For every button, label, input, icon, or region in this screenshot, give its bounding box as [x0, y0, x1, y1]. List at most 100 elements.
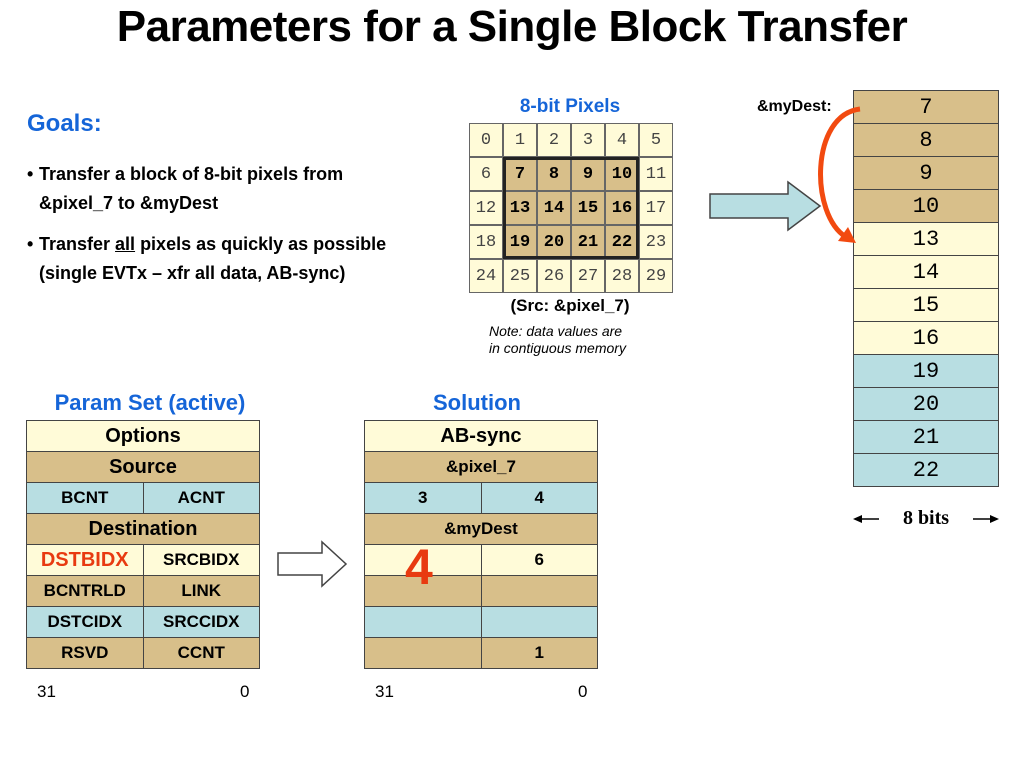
- solution-arrow: [277, 540, 348, 588]
- bits-label: 8 bits: [902, 507, 950, 529]
- curved-arrow-icon: [818, 106, 861, 243]
- sol-dstbidx-cell: [364, 544, 482, 576]
- solution-title: Solution: [433, 390, 521, 415]
- pixel-cell: 14: [537, 191, 571, 225]
- acnt-cell: ACNT: [142, 482, 260, 514]
- pixel-cell: 11: [639, 157, 673, 191]
- sol-bit-lo: 0: [578, 682, 588, 701]
- pixel-cell: 15: [571, 191, 605, 225]
- bcntrld-cell: BCNTRLD: [26, 575, 144, 607]
- param-bit-lo: 0: [240, 682, 250, 701]
- pixel-cell: 24: [469, 259, 503, 293]
- goal-2-underlined: all: [115, 234, 136, 254]
- slide-title: Parameters for a Single Block Transfer: [116, 2, 908, 51]
- pixel-cell: 18: [469, 225, 503, 259]
- dest-memory-cell: 19: [853, 354, 999, 388]
- goal-1-line-2: &pixel_7 to &myDest: [39, 193, 219, 213]
- sol-acnt-cell: 4: [480, 482, 598, 514]
- bcnt-cell: BCNT: [26, 482, 144, 514]
- pixel-cell: 29: [639, 259, 673, 293]
- dest-memory-cell: 8: [853, 123, 999, 157]
- pixel-cell: 2: [537, 123, 571, 157]
- pixel-cell: 21: [571, 225, 605, 259]
- source-cell: Source: [26, 451, 260, 483]
- pixel-cell: 20: [537, 225, 571, 259]
- param-set-title: Param Set (active): [54, 390, 246, 415]
- bullet-dot: •: [27, 234, 34, 254]
- dest-memory-cell: 7: [853, 90, 999, 124]
- sol-srccidx-cell: [480, 606, 598, 638]
- pixel-cell: 6: [469, 157, 503, 191]
- dstbidx-cell: DSTBIDX: [26, 544, 144, 576]
- selection-box: [503, 157, 639, 259]
- pixel-cell: 4: [605, 123, 639, 157]
- transfer-arrow: [709, 180, 822, 232]
- pixel-cell: 17: [639, 191, 673, 225]
- pixel-cell: 16: [605, 191, 639, 225]
- sol-bcntrld-cell: [364, 575, 482, 607]
- sol-link-cell: [480, 575, 598, 607]
- pixel-cell: 5: [639, 123, 673, 157]
- goal-2-pre: Transfer: [39, 234, 116, 254]
- destination-cell: Destination: [26, 513, 260, 545]
- goal-bullet-2: •Transfer all pixels as quickly as possi…: [27, 230, 467, 288]
- sol-bit-hi: 31: [375, 682, 394, 701]
- dest-memory-cell: 14: [853, 255, 999, 289]
- note-line-2: in contiguous memory: [489, 340, 626, 356]
- pixels-title: 8-bit Pixels: [519, 96, 621, 117]
- srcbidx-cell: SRCBIDX: [142, 544, 260, 576]
- dstcidx-cell: DSTCIDX: [26, 606, 144, 638]
- pixel-cell: 10: [605, 157, 639, 191]
- pixel-cell: 28: [605, 259, 639, 293]
- pixel-cell: 0: [469, 123, 503, 157]
- link-cell: LINK: [142, 575, 260, 607]
- pixel-cell: 27: [571, 259, 605, 293]
- sol-dstcidx-cell: [364, 606, 482, 638]
- dstbidx-value: 4: [405, 539, 433, 595]
- dest-memory-cell: 21: [853, 420, 999, 454]
- dest-memory-cell: 10: [853, 189, 999, 223]
- options-cell: Options: [26, 420, 260, 452]
- dest-memory-cell: 9: [853, 156, 999, 190]
- dest-label: &myDest:: [757, 98, 832, 115]
- goals-heading: Goals:: [27, 110, 102, 137]
- goal-2-line-2: (single EVTx – xfr all data, AB-sync): [39, 263, 346, 283]
- ccnt-cell: CCNT: [142, 637, 260, 669]
- pixel-cell: 1: [503, 123, 537, 157]
- goal-2-post: pixels as quickly as possible: [135, 234, 387, 254]
- dest-memory-cell: 22: [853, 453, 999, 487]
- pixel-cell: 8: [537, 157, 571, 191]
- pixel-cell: 23: [639, 225, 673, 259]
- sol-rsvd-cell: [364, 637, 482, 669]
- param-bit-hi: 31: [37, 682, 56, 701]
- pixel-cell: 7: [503, 157, 537, 191]
- sol-ccnt-cell: 1: [480, 637, 598, 669]
- dest-memory-cell: 20: [853, 387, 999, 421]
- sol-srcbidx-cell: 6: [480, 544, 598, 576]
- sol-destination-cell: &myDest: [364, 513, 598, 545]
- sol-bcnt-cell: 3: [364, 482, 482, 514]
- pixel-cell: 26: [537, 259, 571, 293]
- pixel-cell: 3: [571, 123, 605, 157]
- pixel-cell: 9: [571, 157, 605, 191]
- srccidx-cell: SRCCIDX: [142, 606, 260, 638]
- bits-width-arrow: [853, 515, 999, 523]
- memory-note: Note: data values are in contiguous memo…: [489, 323, 626, 357]
- goal-bullet-1: •Transfer a block of 8-bit pixels from &…: [27, 160, 467, 218]
- bullet-dot: •: [27, 164, 34, 184]
- pixel-cell: 25: [503, 259, 537, 293]
- note-line-1: Note: data values are: [489, 323, 623, 339]
- src-label: (Src: &pixel_7): [510, 296, 630, 315]
- dest-memory-cell: 13: [853, 222, 999, 256]
- pixel-cell: 13: [503, 191, 537, 225]
- pixel-cell: 12: [469, 191, 503, 225]
- sol-options-cell: AB-sync: [364, 420, 598, 452]
- goal-1-line-1: Transfer a block of 8-bit pixels from: [39, 164, 344, 184]
- sol-source-cell: &pixel_7: [364, 451, 598, 483]
- rsvd-cell: RSVD: [26, 637, 144, 669]
- dest-memory-cell: 15: [853, 288, 999, 322]
